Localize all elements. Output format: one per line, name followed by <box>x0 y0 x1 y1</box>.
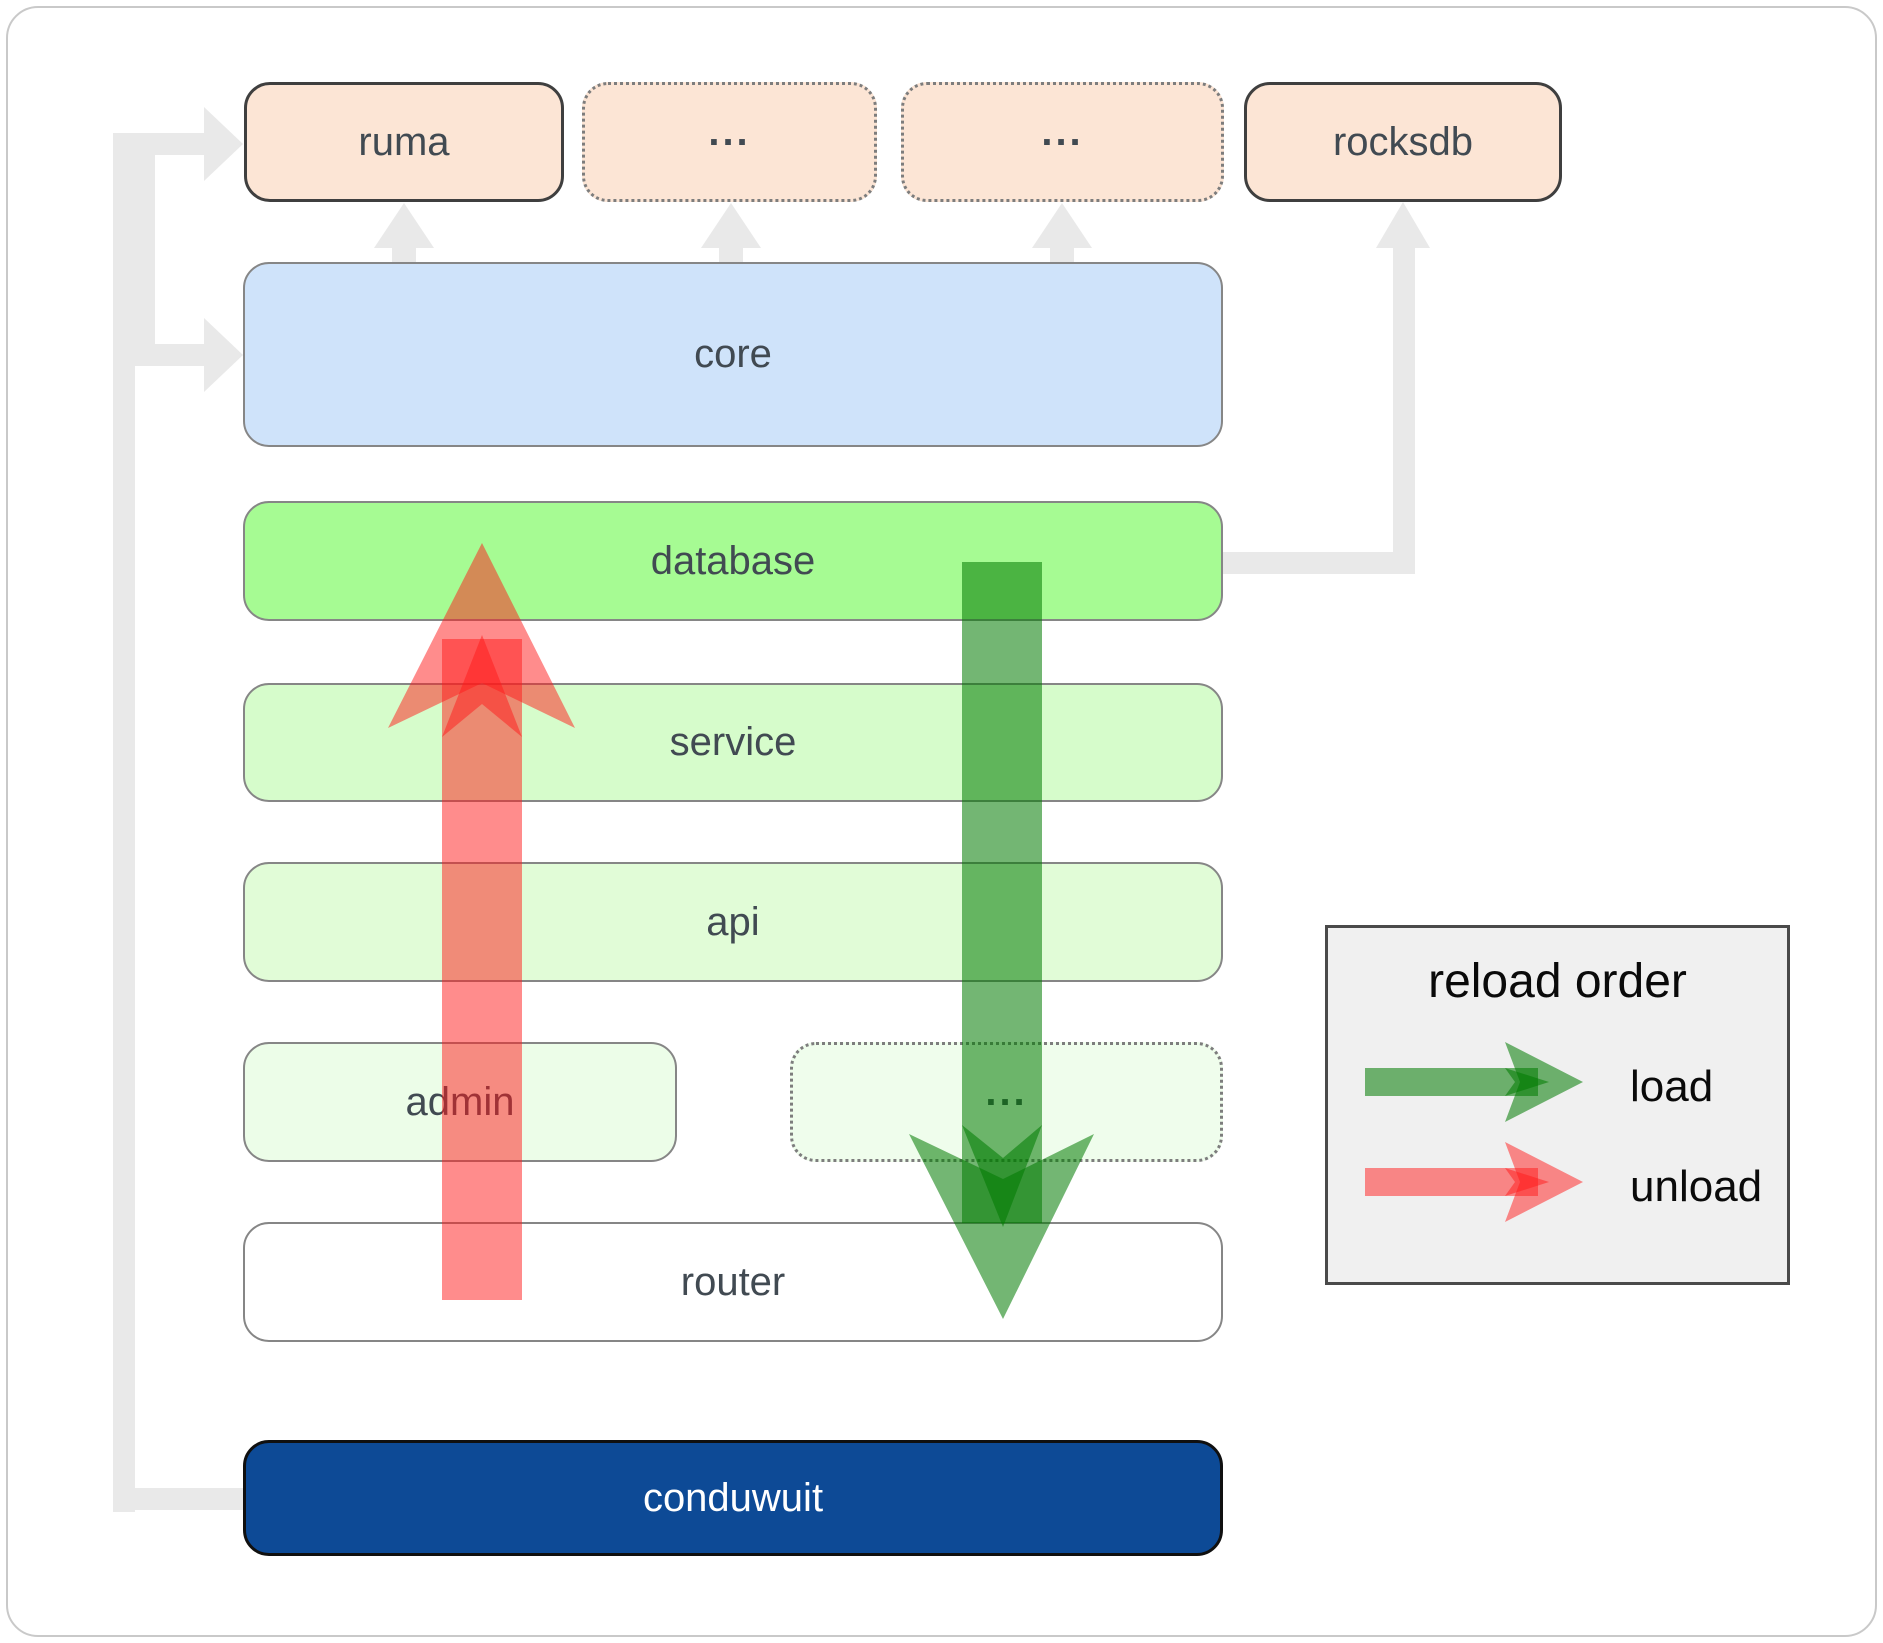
node-api: api <box>243 862 1223 982</box>
diagram-frame <box>6 6 1877 1637</box>
node-rocksdb: rocksdb <box>1244 82 1562 202</box>
node-admin-ellipsis-label: ... <box>985 1069 1028 1114</box>
node-conduwuit: conduwuit <box>243 1440 1223 1556</box>
node-database: database <box>243 501 1223 621</box>
node-ellipsis-2-label: ... <box>1041 109 1084 154</box>
node-admin-label: admin <box>405 1079 515 1124</box>
node-ruma-label: ruma <box>358 119 450 164</box>
node-core: core <box>243 262 1223 447</box>
node-conduwuit-label: conduwuit <box>642 1475 824 1520</box>
node-router-label: router <box>680 1259 786 1304</box>
node-service-label: service <box>669 720 797 764</box>
node-api-label: api <box>706 899 760 944</box>
node-rocksdb-label: rocksdb <box>1332 119 1474 164</box>
node-admin: admin <box>243 1042 677 1162</box>
node-service: service <box>243 683 1223 802</box>
legend-load-label: load <box>1630 1062 1714 1111</box>
legend-unload-label: unload <box>1630 1162 1763 1211</box>
legend-reload-order: reload order load unload <box>1325 925 1790 1285</box>
node-ruma: ruma <box>244 82 564 202</box>
node-ellipsis-1: ... <box>582 82 877 202</box>
node-admin-ellipsis: ... <box>790 1042 1223 1162</box>
node-ellipsis-1-label: ... <box>708 109 751 154</box>
node-router: router <box>243 1222 1223 1342</box>
node-ellipsis-2: ... <box>901 82 1224 202</box>
node-database-label: database <box>650 538 816 583</box>
legend-title: reload order <box>1428 955 1687 1008</box>
node-core-label: core <box>694 332 772 376</box>
